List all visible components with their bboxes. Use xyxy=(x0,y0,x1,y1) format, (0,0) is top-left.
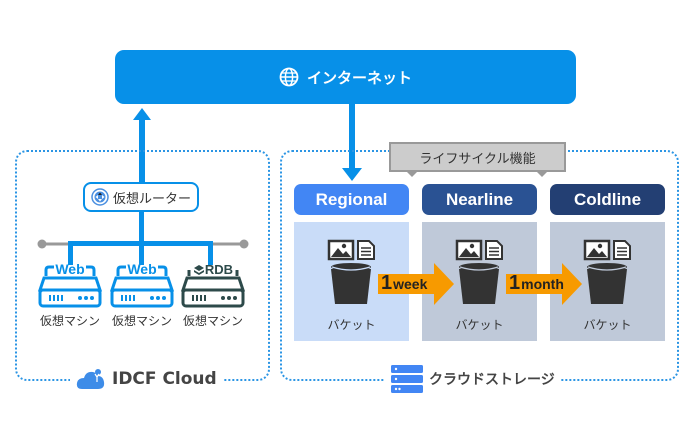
idcf-cloud-label: IDCF Cloud xyxy=(70,366,223,392)
idcf-cloud-text: IDCF Cloud xyxy=(112,369,217,389)
bucket-label: バケット xyxy=(327,318,376,332)
tier-name: Coldline xyxy=(573,189,642,209)
tier-nearline: Nearline xyxy=(422,184,537,215)
tier-name: Regional xyxy=(315,189,388,209)
downlink-line xyxy=(349,104,355,170)
web-server-icon: Web xyxy=(110,262,174,308)
lifecycle-callout: ライフサイクル機能 xyxy=(389,142,566,172)
tier-regional: Regional xyxy=(294,184,409,215)
router-drop xyxy=(139,212,144,244)
bucket-label: バケット xyxy=(583,318,632,332)
router-icon xyxy=(91,188,109,206)
downlink-arrowhead xyxy=(342,168,362,181)
database-server-icon: RDB xyxy=(181,262,245,308)
arrow-right-icon xyxy=(378,263,454,305)
cloud-storage-label: クラウドストレージ xyxy=(385,365,561,393)
bucket-icon xyxy=(455,239,503,304)
bucket-label: バケット xyxy=(455,318,504,332)
vm-label: 仮想マシン xyxy=(182,314,243,328)
bucket-icon xyxy=(583,239,631,304)
web-server-icon: Web xyxy=(38,262,102,308)
bus-end-left xyxy=(37,239,47,249)
lifecycle-label: ライフサイクル機能 xyxy=(419,151,536,167)
uplink-arrowhead xyxy=(133,108,151,120)
router-label: 仮想ルーター xyxy=(112,191,191,207)
transition-unit: week xyxy=(393,275,428,292)
vm-label: 仮想マシン xyxy=(111,314,172,328)
internet-label: インターネット xyxy=(306,68,412,87)
transition-arrow-month: 1 month xyxy=(506,263,582,305)
arrow-right-icon xyxy=(506,263,582,305)
vm-rdb: RDB 仮想マシン xyxy=(178,262,248,329)
bus-end-right xyxy=(239,239,249,249)
transition-number: 1 xyxy=(509,272,521,294)
transition-unit: month xyxy=(521,275,564,292)
cloud-icon xyxy=(76,369,105,389)
globe-icon xyxy=(279,67,299,87)
transition-number: 1 xyxy=(381,272,393,294)
callout-pointer-left xyxy=(405,170,419,177)
vm-web-2: Web 仮想マシン xyxy=(107,262,177,329)
virtual-router: 仮想ルーター xyxy=(83,182,199,212)
tier-name: Nearline xyxy=(445,189,514,209)
transition-arrow-week: 1 week xyxy=(378,263,454,305)
cloud-storage-text: クラウドストレージ xyxy=(429,372,555,388)
vm-label: 仮想マシン xyxy=(39,314,100,328)
server-stack-icon xyxy=(391,365,423,393)
vm-badge: Web xyxy=(127,262,156,277)
internet-node: インターネット xyxy=(115,50,576,104)
vm-badge: Web xyxy=(55,262,84,277)
tier-coldline: Coldline xyxy=(550,184,665,215)
bucket-icon xyxy=(327,239,375,304)
vm-web-1: Web 仮想マシン xyxy=(35,262,105,329)
vm-badge: RDB xyxy=(205,262,233,277)
callout-pointer-right xyxy=(535,170,549,177)
